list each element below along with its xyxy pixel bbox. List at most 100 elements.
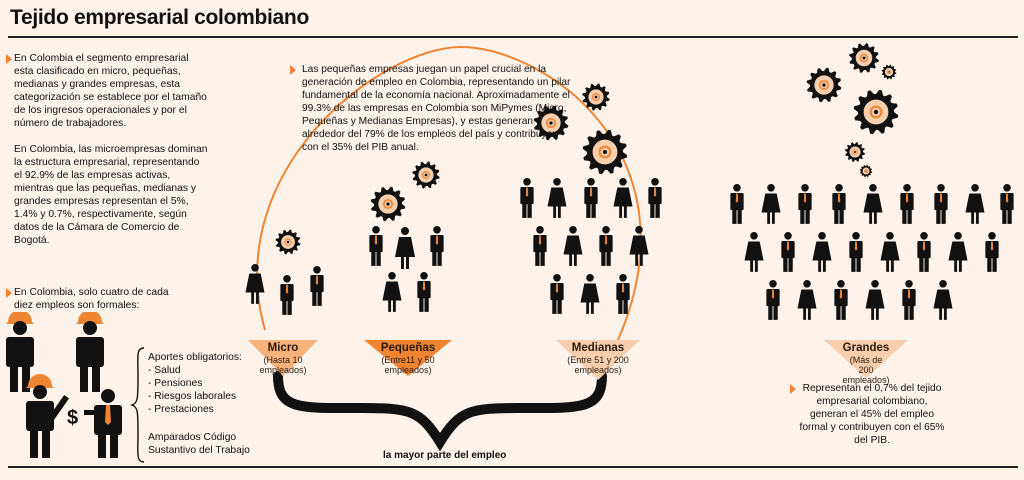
medianas-label: Medianas (Entre 51 y 200 empleados) [556,341,640,375]
gear-icon [533,105,569,141]
page-title: Tejido empresarial colombiano [10,6,309,29]
gears-group [275,43,899,255]
employment-brace [273,371,607,452]
center-text: Las pequeñas empresas juegan un papel cr… [302,64,571,153]
gear-icon [853,89,899,135]
pequenas-funnel [364,340,452,376]
woman-icon [948,232,968,272]
man-icon [985,232,999,272]
category-name: Grandes [842,342,890,354]
man-icon [584,178,598,218]
worker-figure [84,389,122,458]
man-icon [417,272,431,312]
medianas-funnel [556,340,640,380]
category-range: (Hasta 10 empleados) [259,355,307,375]
man-icon [832,184,846,224]
micro-funnel [248,340,318,376]
left-intro-text: En Colombia el segmento empresarial esta… [14,52,210,247]
man-icon [280,275,294,315]
man-icon [781,232,795,272]
man-icon [550,274,564,314]
dollar-sign: $ [67,407,78,429]
formal-workers-illustration: $ [6,312,122,458]
pequenas-label: Pequeñas (Entre11 y 50 empleados) [364,341,452,375]
grandes-funnel [824,340,908,378]
gear-icon [412,161,440,189]
bullet-icon [6,288,12,298]
man-icon [917,232,931,272]
aporte-item: - Riesgos laborales [148,391,237,402]
gear-icon [881,64,897,80]
man-icon [430,226,444,266]
aporte-item: - Pensiones [148,378,203,389]
gear-icon [849,43,879,73]
woman-icon [547,178,567,218]
bullet-icon [6,54,12,64]
man-icon [648,178,662,218]
aportes-list: Aportes obligatorios: - Salud - Pensione… [148,351,268,416]
bullet-icon [790,384,796,394]
woman-icon [812,232,832,272]
woman-icon [382,272,402,312]
woman-icon [863,184,883,224]
man-icon [766,280,780,320]
man-icon [730,184,744,224]
gear-icon [275,229,301,255]
woman-icon [965,184,985,224]
formal-jobs-text: En Colombia, solo cuatro de cada diez em… [14,287,169,311]
gear-icon [582,129,628,175]
woman-icon [797,280,817,320]
amparados-text: Amparados Código Sustantivo del Trabajo [148,432,250,456]
left-paragraph-2: En Colombia, las microempresas dominan l… [14,144,208,246]
gear-icon [370,186,406,222]
worker-figure [26,374,70,458]
category-range: (Más de 200 empleados) [842,355,890,385]
man-icon [902,280,916,320]
man-icon [520,178,534,218]
woman-icon [580,274,600,314]
mipymes-arc [256,45,642,341]
man-icon [533,226,547,266]
worker-figure [76,312,104,392]
man-icon [616,274,630,314]
bullet-icon [290,65,296,75]
woman-icon [563,226,583,266]
grandes-text: Representan el 0,7% del tejido empresari… [799,383,945,446]
woman-icon [880,232,900,272]
gear-icon [582,83,610,111]
brace-label: la mayor parte del empleo [383,450,507,461]
woman-icon [933,280,953,320]
category-name: Pequeñas [380,342,436,354]
aporte-item: - Salud [148,365,181,376]
man-icon [1000,184,1014,224]
woman-icon [629,226,649,266]
gear-icon [806,67,842,103]
category-name: Medianas [571,342,625,354]
grandes-label: Grandes (Más de 200 empleados) [824,341,908,385]
man-icon [849,232,863,272]
man-icon [369,226,383,266]
category-range: (Entre11 y 50 empleados) [381,355,435,375]
man-icon [310,266,324,306]
gear-icon [845,142,865,162]
woman-icon [245,264,265,304]
man-icon [834,280,848,320]
woman-icon [744,232,764,272]
bottom-rule [8,466,1018,468]
category-range: (Entre 51 y 200 empleados) [567,355,629,375]
aportes-title: Aportes obligatorios: [148,352,242,363]
man-icon [934,184,948,224]
worker-figure [6,312,34,392]
aporte-item: - Prestaciones [148,404,214,415]
woman-icon [395,227,415,269]
man-icon [900,184,914,224]
woman-icon [761,184,781,224]
man-icon [798,184,812,224]
aportes-brace [130,347,145,463]
woman-icon [613,178,633,218]
micro-label: Micro (Hasta 10 empleados) [248,341,318,375]
category-name: Micro [267,342,299,354]
people-group [245,178,1014,320]
